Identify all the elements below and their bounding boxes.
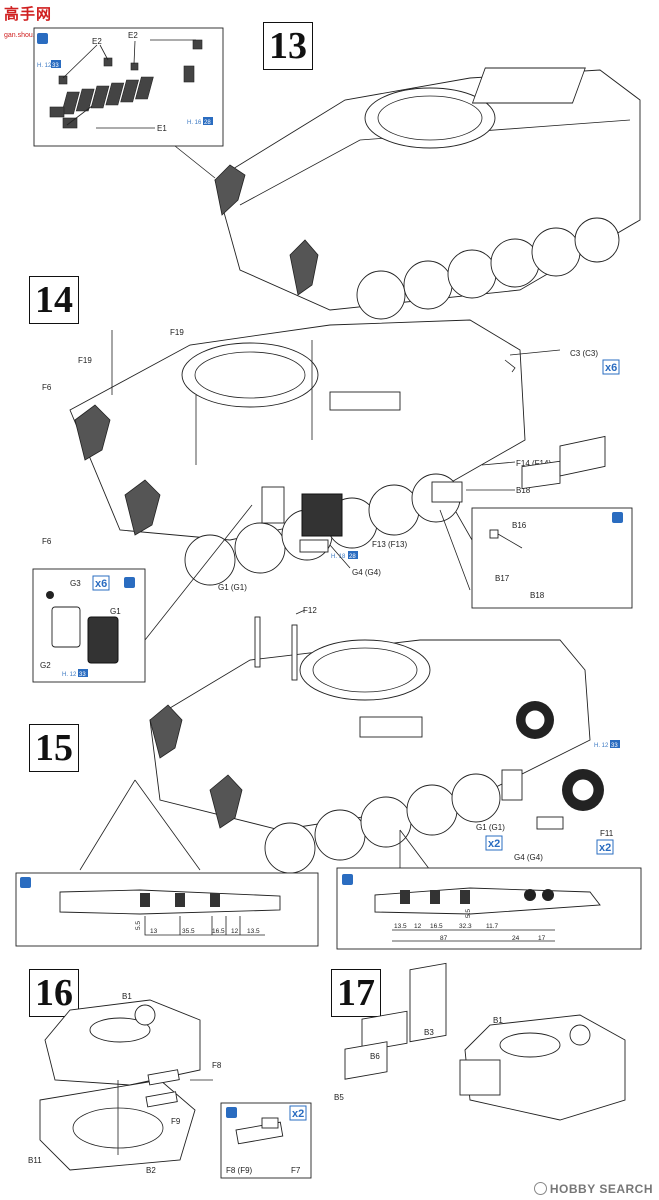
side-view-right	[336, 867, 642, 950]
part-label: G1	[110, 607, 121, 616]
part-label: B1	[122, 992, 132, 1001]
part-label: G1 (G1)	[476, 823, 505, 832]
step-14-number: 14	[29, 276, 79, 324]
step-16-inset	[220, 1102, 312, 1179]
callout-line	[174, 145, 216, 179]
part-label: F11	[600, 829, 614, 838]
dimension: 11.7	[486, 923, 499, 930]
hobbysearch-logo-icon	[533, 1182, 547, 1195]
part-label: B17	[495, 574, 510, 583]
glue-icon	[124, 577, 135, 588]
part-label: F8	[212, 1061, 222, 1070]
paint-ref-number: 33	[52, 63, 59, 69]
hull-step-13	[214, 67, 641, 320]
watermark-bottom-text: HOBBY SEARCH	[549, 1182, 653, 1196]
part-label: F6	[42, 383, 52, 392]
part-label: B3	[424, 1028, 434, 1037]
hull-step-14	[69, 319, 526, 586]
part-label: F19	[170, 328, 184, 337]
dimension: 13	[150, 928, 158, 935]
dimension: 32.3	[459, 923, 472, 930]
part-label: F14 (F14)	[516, 459, 551, 468]
quantity-badge: x2	[488, 838, 500, 850]
part-label: F13 (F13)	[372, 540, 407, 549]
part-label: F6	[42, 537, 52, 546]
side-view-left	[15, 872, 319, 947]
part-label: G4 (G4)	[514, 853, 543, 862]
dimension: 24	[512, 935, 520, 942]
paint-ref-number: 33	[611, 743, 618, 749]
step-15-number: 15	[29, 724, 79, 772]
part-label: F19	[78, 356, 92, 365]
part-label: G3	[70, 579, 81, 588]
quantity-badge: x2	[599, 842, 611, 854]
dimension: 35.5	[182, 928, 195, 935]
step-13-inset	[33, 27, 224, 147]
glue-icon	[342, 874, 353, 885]
part-label: B2	[146, 1166, 156, 1175]
dimension: 13.5	[247, 928, 260, 935]
step-17-number: 17	[331, 969, 381, 1017]
part-label: E2	[128, 31, 138, 40]
part-label: B16	[512, 521, 527, 530]
part-label: F7	[291, 1166, 301, 1175]
part-label: F12	[303, 606, 317, 615]
grille-part	[301, 493, 343, 537]
dimension: 13.5	[394, 923, 407, 930]
glue-icon	[37, 33, 48, 44]
part-label: F9	[171, 1117, 181, 1126]
part-label: C3 (C3)	[570, 349, 598, 358]
part-label: E1	[157, 124, 167, 133]
dimension: 5.5	[465, 909, 472, 918]
step-14-inset-b16	[439, 435, 633, 609]
watermark-text: 高手网	[4, 6, 53, 23]
watermark-subtext: gan.shou.com	[4, 32, 48, 39]
part-label: B1	[493, 1016, 503, 1025]
dimension: 12	[414, 923, 422, 930]
turret-step-17	[344, 962, 626, 1121]
dimension: 16.5	[212, 928, 225, 935]
quantity-badge: x2	[292, 1108, 304, 1120]
part-label: G1 (G1)	[218, 583, 247, 592]
dimension: 12	[231, 928, 239, 935]
part-label: G4 (G4)	[352, 568, 381, 577]
paint-ref: H. 12	[62, 672, 77, 678]
part-label: E2	[92, 37, 102, 46]
part-label: B5	[334, 1093, 344, 1102]
paint-ref-number: 33	[79, 672, 86, 678]
paint-ref: H. 12	[37, 63, 52, 69]
hull-step-15	[149, 609, 604, 874]
step-14-inset-jerrycan	[32, 504, 253, 683]
quantity-badge: x6	[605, 362, 617, 374]
glue-icon	[20, 877, 31, 888]
part-label: B18	[516, 486, 531, 495]
part-label: B11	[28, 1156, 42, 1165]
dimension: 17	[538, 935, 546, 942]
step-13-number: 13	[263, 22, 313, 70]
part-label: B6	[370, 1052, 380, 1061]
part-label: F8 (F9)	[226, 1166, 253, 1175]
dimension: 16.5	[430, 923, 443, 930]
paint-ref-number: 28	[349, 554, 356, 560]
step-16-number: 16	[29, 969, 79, 1017]
glue-icon	[226, 1107, 237, 1118]
paint-ref-number: 28	[204, 120, 211, 126]
paint-ref: H. 16	[187, 120, 202, 126]
paint-ref: H. 18	[331, 554, 346, 560]
part-label: B18	[530, 591, 545, 600]
hobbysearch-watermark: HOBBY SEARCH	[533, 1182, 653, 1196]
quantity-badge: x6	[95, 578, 107, 590]
turret-step-16	[39, 999, 213, 1171]
dimension: 5.5	[135, 921, 142, 930]
part-label: G2	[40, 661, 51, 670]
paint-ref: H. 12	[594, 743, 609, 749]
watermark-logo: 高手网 gan.shou.com	[4, 3, 52, 42]
dimension: 87	[440, 935, 448, 942]
glue-icon	[612, 512, 623, 523]
